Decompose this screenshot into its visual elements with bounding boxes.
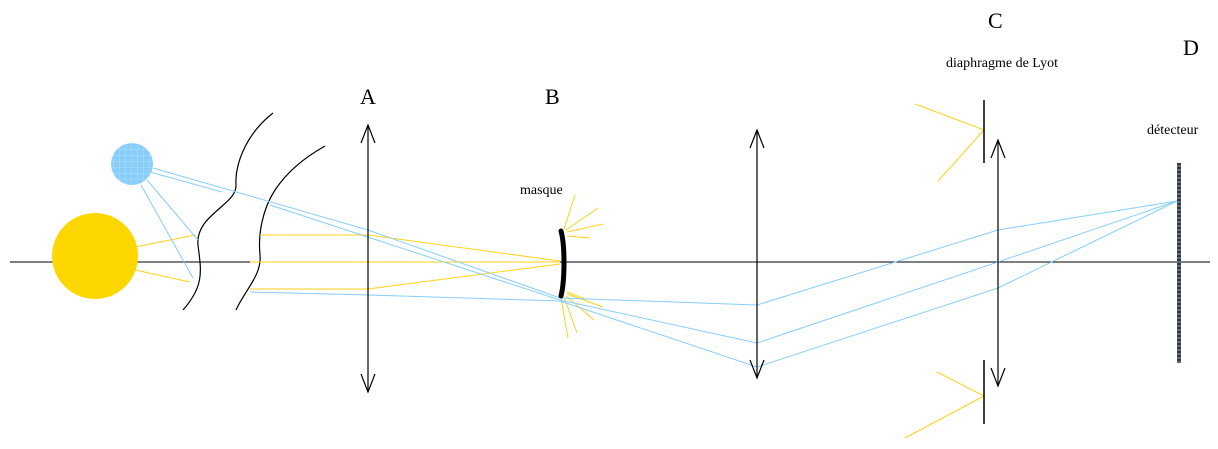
star-rays <box>134 103 985 439</box>
label-b: B <box>545 84 560 109</box>
label-masque: masque <box>520 183 563 198</box>
star <box>52 213 138 299</box>
turbulence-curve-right <box>235 145 326 311</box>
lens-relay <box>749 128 765 380</box>
detector <box>1177 163 1181 363</box>
label-diaphragme: diaphragme de Lyot <box>946 56 1058 71</box>
turbulence-curve-left <box>182 112 274 311</box>
planet <box>111 143 153 185</box>
label-a: A <box>360 84 376 109</box>
planet-rays <box>140 167 1178 368</box>
label-detecteur: détecteur <box>1147 123 1199 138</box>
coronagraph-mask <box>558 228 567 299</box>
label-c: C <box>988 8 1003 33</box>
lens-a <box>360 123 376 394</box>
label-d: D <box>1183 35 1199 60</box>
lens-final <box>990 138 1006 388</box>
